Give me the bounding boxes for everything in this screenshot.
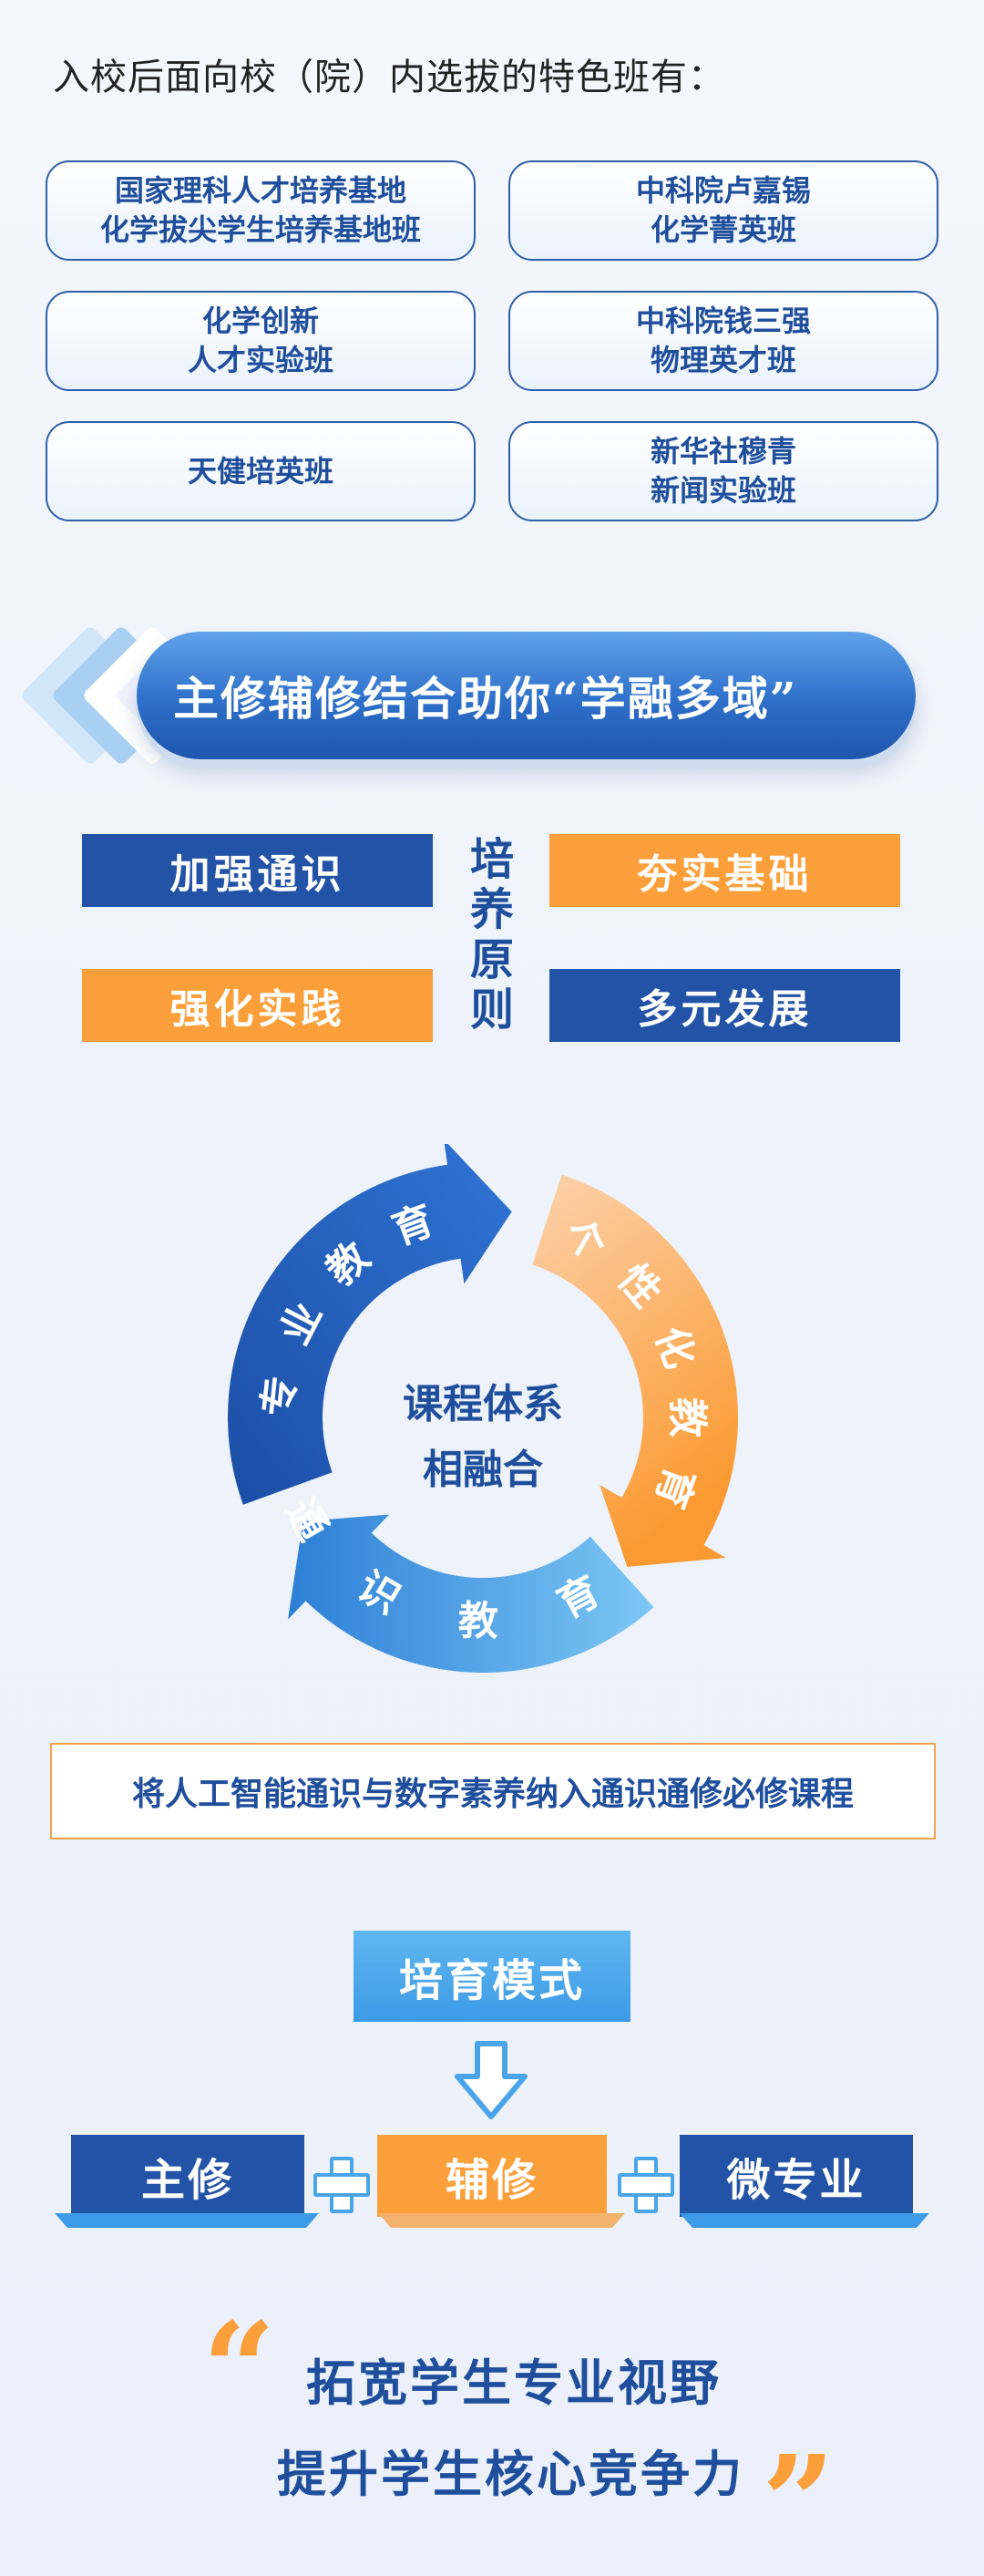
class-card-qian-sanqiang: 中科院钱三强 物理英才班 <box>508 291 938 391</box>
quote-line-2: 提升学生核心竞争力 <box>277 2445 744 2503</box>
cycle-segment-general <box>288 1514 654 1674</box>
class-card-line: 中科院钱三强 <box>635 304 811 338</box>
class-card-line: 物理英才班 <box>650 343 796 377</box>
principle-general-education: 加强通识 <box>82 834 433 907</box>
down-arrow-icon <box>455 2041 528 2119</box>
principle-diverse-development: 多元发展 <box>549 969 900 1042</box>
principle-solid-foundation: 夯实基础 <box>549 834 900 907</box>
cycle-label-general-char: 教 <box>457 1598 498 1645</box>
class-card-chem-innovation: 化学创新 人才实验班 <box>46 291 476 391</box>
mode-base-shadow <box>55 2213 929 2228</box>
cycle-center-line: 课程体系 <box>403 1381 563 1427</box>
cycle-center-label: 课程体系 相融合 <box>392 1372 574 1503</box>
class-card-xinhua-muqing: 新华社穆青 新闻实验班 <box>508 421 938 521</box>
intro-title: 入校后面向校（院）内选拔的特色班有： <box>53 57 725 98</box>
ai-literacy-note: 将人工智能通识与数字素养纳入通识通修必修课程 <box>50 1743 936 1839</box>
training-mode-title: 培育模式 <box>354 1931 630 2022</box>
class-card-line: 化学拔尖学生培养基地班 <box>99 212 421 247</box>
class-card-line: 天健培英班 <box>187 453 333 489</box>
class-card-line: 新华社穆青 <box>650 434 796 469</box>
mode-micro-major: 微专业 <box>680 2135 913 2217</box>
class-card-line: 国家理科人才培养基地 <box>114 173 406 208</box>
plus-icon <box>313 2157 370 2213</box>
plus-icon <box>618 2157 674 2213</box>
class-card-lu-jiaxi: 中科院卢嘉锡 化学菁英班 <box>508 160 938 261</box>
class-card-national-science: 国家理科人才培养基地 化学拔尖学生培养基地班 <box>46 160 476 261</box>
close-quote-icon: ” <box>762 2428 835 2576</box>
cycle-segment-personalized <box>532 1174 739 1567</box>
class-card-line: 中科院卢嘉锡 <box>635 173 811 208</box>
course-cycle-diagram: 专业教育个性化教育通识教育 <box>227 1144 739 1674</box>
cycle-label-personalized-char: 教 <box>664 1397 711 1437</box>
class-card-line: 人才实验班 <box>187 343 333 377</box>
open-quote-icon: “ <box>202 2295 276 2445</box>
section-banner: 主修辅修结合助你“学融多域” <box>137 632 916 759</box>
principle-practice: 强化实践 <box>82 969 433 1042</box>
class-card-line: 新闻实验班 <box>650 473 796 508</box>
quote-line-1: 拓宽学生专业视野 <box>306 2354 722 2412</box>
principles-heading: 培养原则 <box>469 834 514 1036</box>
cycle-segment-professional <box>227 1144 512 1505</box>
class-card-tianjian: 天健培英班 <box>46 421 476 521</box>
cycle-center-line: 相融合 <box>423 1447 543 1493</box>
class-card-line: 化学菁英班 <box>650 212 796 247</box>
mode-major: 主修 <box>71 2135 304 2217</box>
cycle-label-professional-char: 专 <box>255 1374 305 1418</box>
class-card-line: 化学创新 <box>201 304 319 338</box>
mode-minor: 辅修 <box>377 2135 607 2217</box>
